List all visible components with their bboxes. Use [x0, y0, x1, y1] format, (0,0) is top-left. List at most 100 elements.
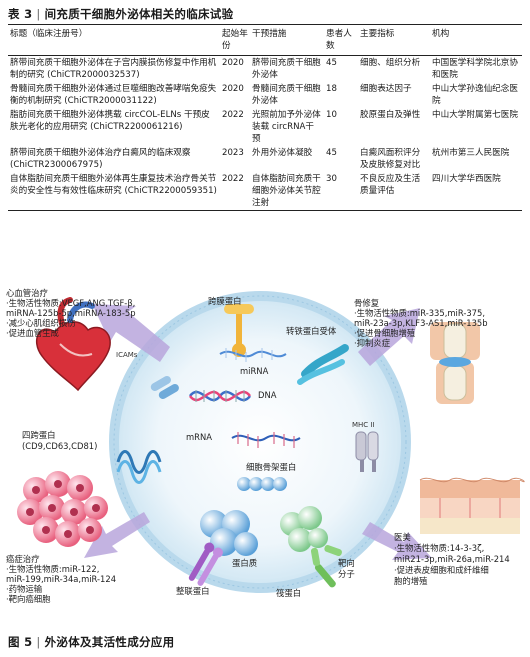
cell-patients: 18	[326, 84, 337, 94]
table-row: 自体脂肪间充质干细胞外泌体再生康复技术治疗骨关节炎的安全性与有效性临床研究 (C…	[8, 172, 522, 211]
cosmetic-line: 胞的增殖	[394, 576, 428, 586]
cell-institution: 杭州市第三人民医院	[432, 148, 510, 158]
protein-cluster	[200, 510, 258, 556]
cell-indicator: 细胞表达因子	[360, 84, 412, 94]
icam-protein	[150, 376, 179, 399]
transferrin-label: 转铁蛋白受体	[286, 326, 337, 336]
icams-label: ICAMs	[116, 351, 138, 359]
cell-intervention: 脐带间充质干细胞外泌体	[252, 58, 321, 80]
header-start-year: 起始年份	[222, 29, 248, 51]
knee-joint-illustration	[430, 322, 480, 404]
mirna-label: miRNA	[240, 366, 269, 376]
cardio-line: ·促进血管生成	[6, 328, 59, 338]
cell-title: 骨髓间充质干细胞外泌体通过巨噬细胞改善哮喘免疫失衡的机制研究 (ChiCTR20…	[10, 84, 217, 106]
mhc-ii-protein	[355, 431, 379, 472]
arrow-cosmetic	[362, 522, 432, 560]
integrin-label: 整联蛋白	[176, 586, 210, 596]
table-row: 脐带间充质干细胞外泌体在子宫内膜损伤修复中作用机制的研究 (ChiCTR2000…	[8, 56, 522, 83]
bone-title: 骨修复	[354, 298, 380, 308]
mhc-label: MHC II	[352, 421, 375, 429]
figure-caption-number: 图 5	[8, 635, 33, 649]
cell-intervention: 自体脂肪间充质干细胞外泌体关节腔注射	[252, 174, 321, 208]
protein-label: 蛋白质	[232, 558, 258, 568]
cell-intervention: 外用外泌体凝胶	[252, 148, 313, 158]
cell-institution: 中国医学科学院北京协和医院	[432, 58, 518, 80]
cell-indicator: 胶原蛋白及弹性	[360, 110, 421, 120]
table-row: 脂肪间充质干细胞外泌体携载 circCOL-ELNs 干预皮肤光老化的应用研究 …	[8, 108, 522, 146]
targeting-molecule-label: 靶向 分子	[338, 558, 355, 580]
cosmetic-line: ·促进表皮细胞和成纤维细	[394, 565, 489, 575]
cancer-line: ·靶向癌细胞	[6, 594, 51, 604]
cosmetic-title: 医美	[394, 532, 411, 542]
header-institution: 机构	[432, 29, 450, 39]
cell-patients: 30	[326, 174, 337, 184]
tetraspanin-title: 四跨蛋白	[22, 430, 56, 440]
tetraspanin-panel: 四跨蛋白 (CD9,CD63,CD81)	[22, 430, 97, 452]
arrow-cancer	[84, 512, 150, 558]
cancer-title: 癌症治疗	[6, 554, 40, 564]
cell-indicator: 不良反应及生活质量评估	[360, 174, 421, 196]
figure-caption: 图 5|外泌体及其活性成分应用	[8, 635, 175, 649]
table-row: 骨髓间充质干细胞外泌体通过巨噬细胞改善哮喘免疫失衡的机制研究 (ChiCTR20…	[8, 82, 522, 108]
header-main-indicator: 主要指标	[360, 29, 395, 39]
cell-patients: 10	[326, 110, 337, 120]
arrows	[84, 304, 432, 560]
transmembrane-label: 跨膜蛋白	[208, 296, 242, 306]
bone-line: miR-23a-3p,KLF3-AS1,miR-135b	[354, 318, 488, 328]
cell-indicator: 白癜风面积评分及皮肤修复对比	[360, 148, 421, 170]
cosmetic-line: ·生物活性物质:14-3-3ζ,	[394, 543, 485, 553]
transferrin-receptor	[297, 344, 349, 385]
heart-illustration	[36, 297, 111, 392]
cancer-line: miR-199,miR-34a,miR-124	[6, 574, 117, 584]
transmembrane-protein	[224, 304, 254, 357]
arrow-cardio	[92, 304, 170, 362]
mrna-label: mRNA	[186, 432, 212, 442]
bone-line: ·促进骨细胞增殖	[354, 328, 416, 338]
target-label-line: 分子	[338, 569, 355, 579]
cell-institution: 中山大学附属第七医院	[432, 110, 518, 120]
clinical-trials-table: 标题（临床注册号） 起始年份 干预措施 患者人数 主要指标 机构 脐带间充质干细…	[8, 24, 522, 211]
exosome-figure: 心血管治疗 ·生物活性物质:VEGF,ANG,TGF-β, miRNA-125b…	[0, 262, 530, 627]
cell-intervention: 骨髓间充质干细胞外泌体	[252, 84, 321, 106]
table-caption-title: 间充质干细胞外泌体相关的临床试验	[44, 7, 234, 21]
cell-title: 自体脂肪间充质干细胞外泌体再生康复技术治疗骨关节炎的安全性与有效性临床研究 (C…	[10, 174, 217, 196]
integrin-protein	[188, 542, 223, 586]
header-title: 标题（临床注册号）	[10, 29, 88, 39]
cosmetic-panel: 医美 ·生物活性物质:14-3-3ζ, miR21-3p,miR-26a,miR…	[394, 532, 510, 587]
cell-patients: 45	[326, 58, 337, 68]
cytoskeleton-protein	[237, 477, 287, 491]
dna-helix	[188, 390, 252, 402]
skin-layers-illustration	[419, 477, 525, 534]
cancer-line: ·生物活性物质:miR-122,	[6, 564, 100, 574]
cardio-line: miRNA-125b-5p,miRNA-183-5p	[6, 308, 136, 318]
cardio-panel: 心血管治疗 ·生物活性物质:VEGF,ANG,TGF-β, miRNA-125b…	[6, 288, 136, 338]
cancer-line: ·药物运输	[6, 584, 43, 594]
cell-year: 2020	[222, 58, 244, 68]
targeting-molecule	[310, 545, 342, 588]
target-label-line: 靶向	[338, 558, 355, 568]
header-intervention: 干预措施	[252, 29, 287, 39]
cardio-title: 心血管治疗	[6, 288, 48, 298]
cell-title: 脐带间充质干细胞外泌体治疗白癜风的临床观察 (ChiCTR2300067975)	[10, 148, 191, 170]
arrow-bone	[358, 308, 420, 366]
table-row: 脐带间充质干细胞外泌体治疗白癜风的临床观察 (ChiCTR2300067975)…	[8, 146, 522, 172]
table-caption-number: 表 3	[8, 7, 33, 21]
cell-year: 2022	[222, 110, 244, 120]
cell-indicator: 细胞、组织分析	[360, 58, 421, 68]
bone-line: ·生物活性物质:miR-335,miR-375,	[354, 308, 486, 318]
cell-intervention: 光照前加予外泌体装载 circRNA干预	[252, 110, 321, 144]
header-patients: 患者人数	[326, 29, 352, 51]
cancer-panel: 癌症治疗 ·生物活性物质:miR-122, miR-199,miR-34a,mi…	[6, 554, 116, 604]
lipid-raft-protein-cluster	[280, 506, 328, 552]
tetraspanin-members: (CD9,CD63,CD81)	[22, 441, 98, 451]
dna-label: DNA	[258, 390, 277, 400]
cell-year: 2022	[222, 174, 244, 184]
cytoskeleton-label: 细胞骨架蛋白	[246, 462, 297, 472]
lipid-raft-label: 筏蛋白	[276, 588, 302, 598]
bone-panel: 骨修复 ·生物活性物质:miR-335,miR-375, miR-23a-3p,…	[354, 298, 488, 348]
cell-institution: 中山大学孙逸仙纪念医院	[432, 84, 518, 106]
tetraspanin-protein	[116, 450, 162, 484]
mirna-strand	[219, 348, 287, 362]
cell-year: 2020	[222, 84, 244, 94]
exosome-illustration	[17, 291, 525, 593]
